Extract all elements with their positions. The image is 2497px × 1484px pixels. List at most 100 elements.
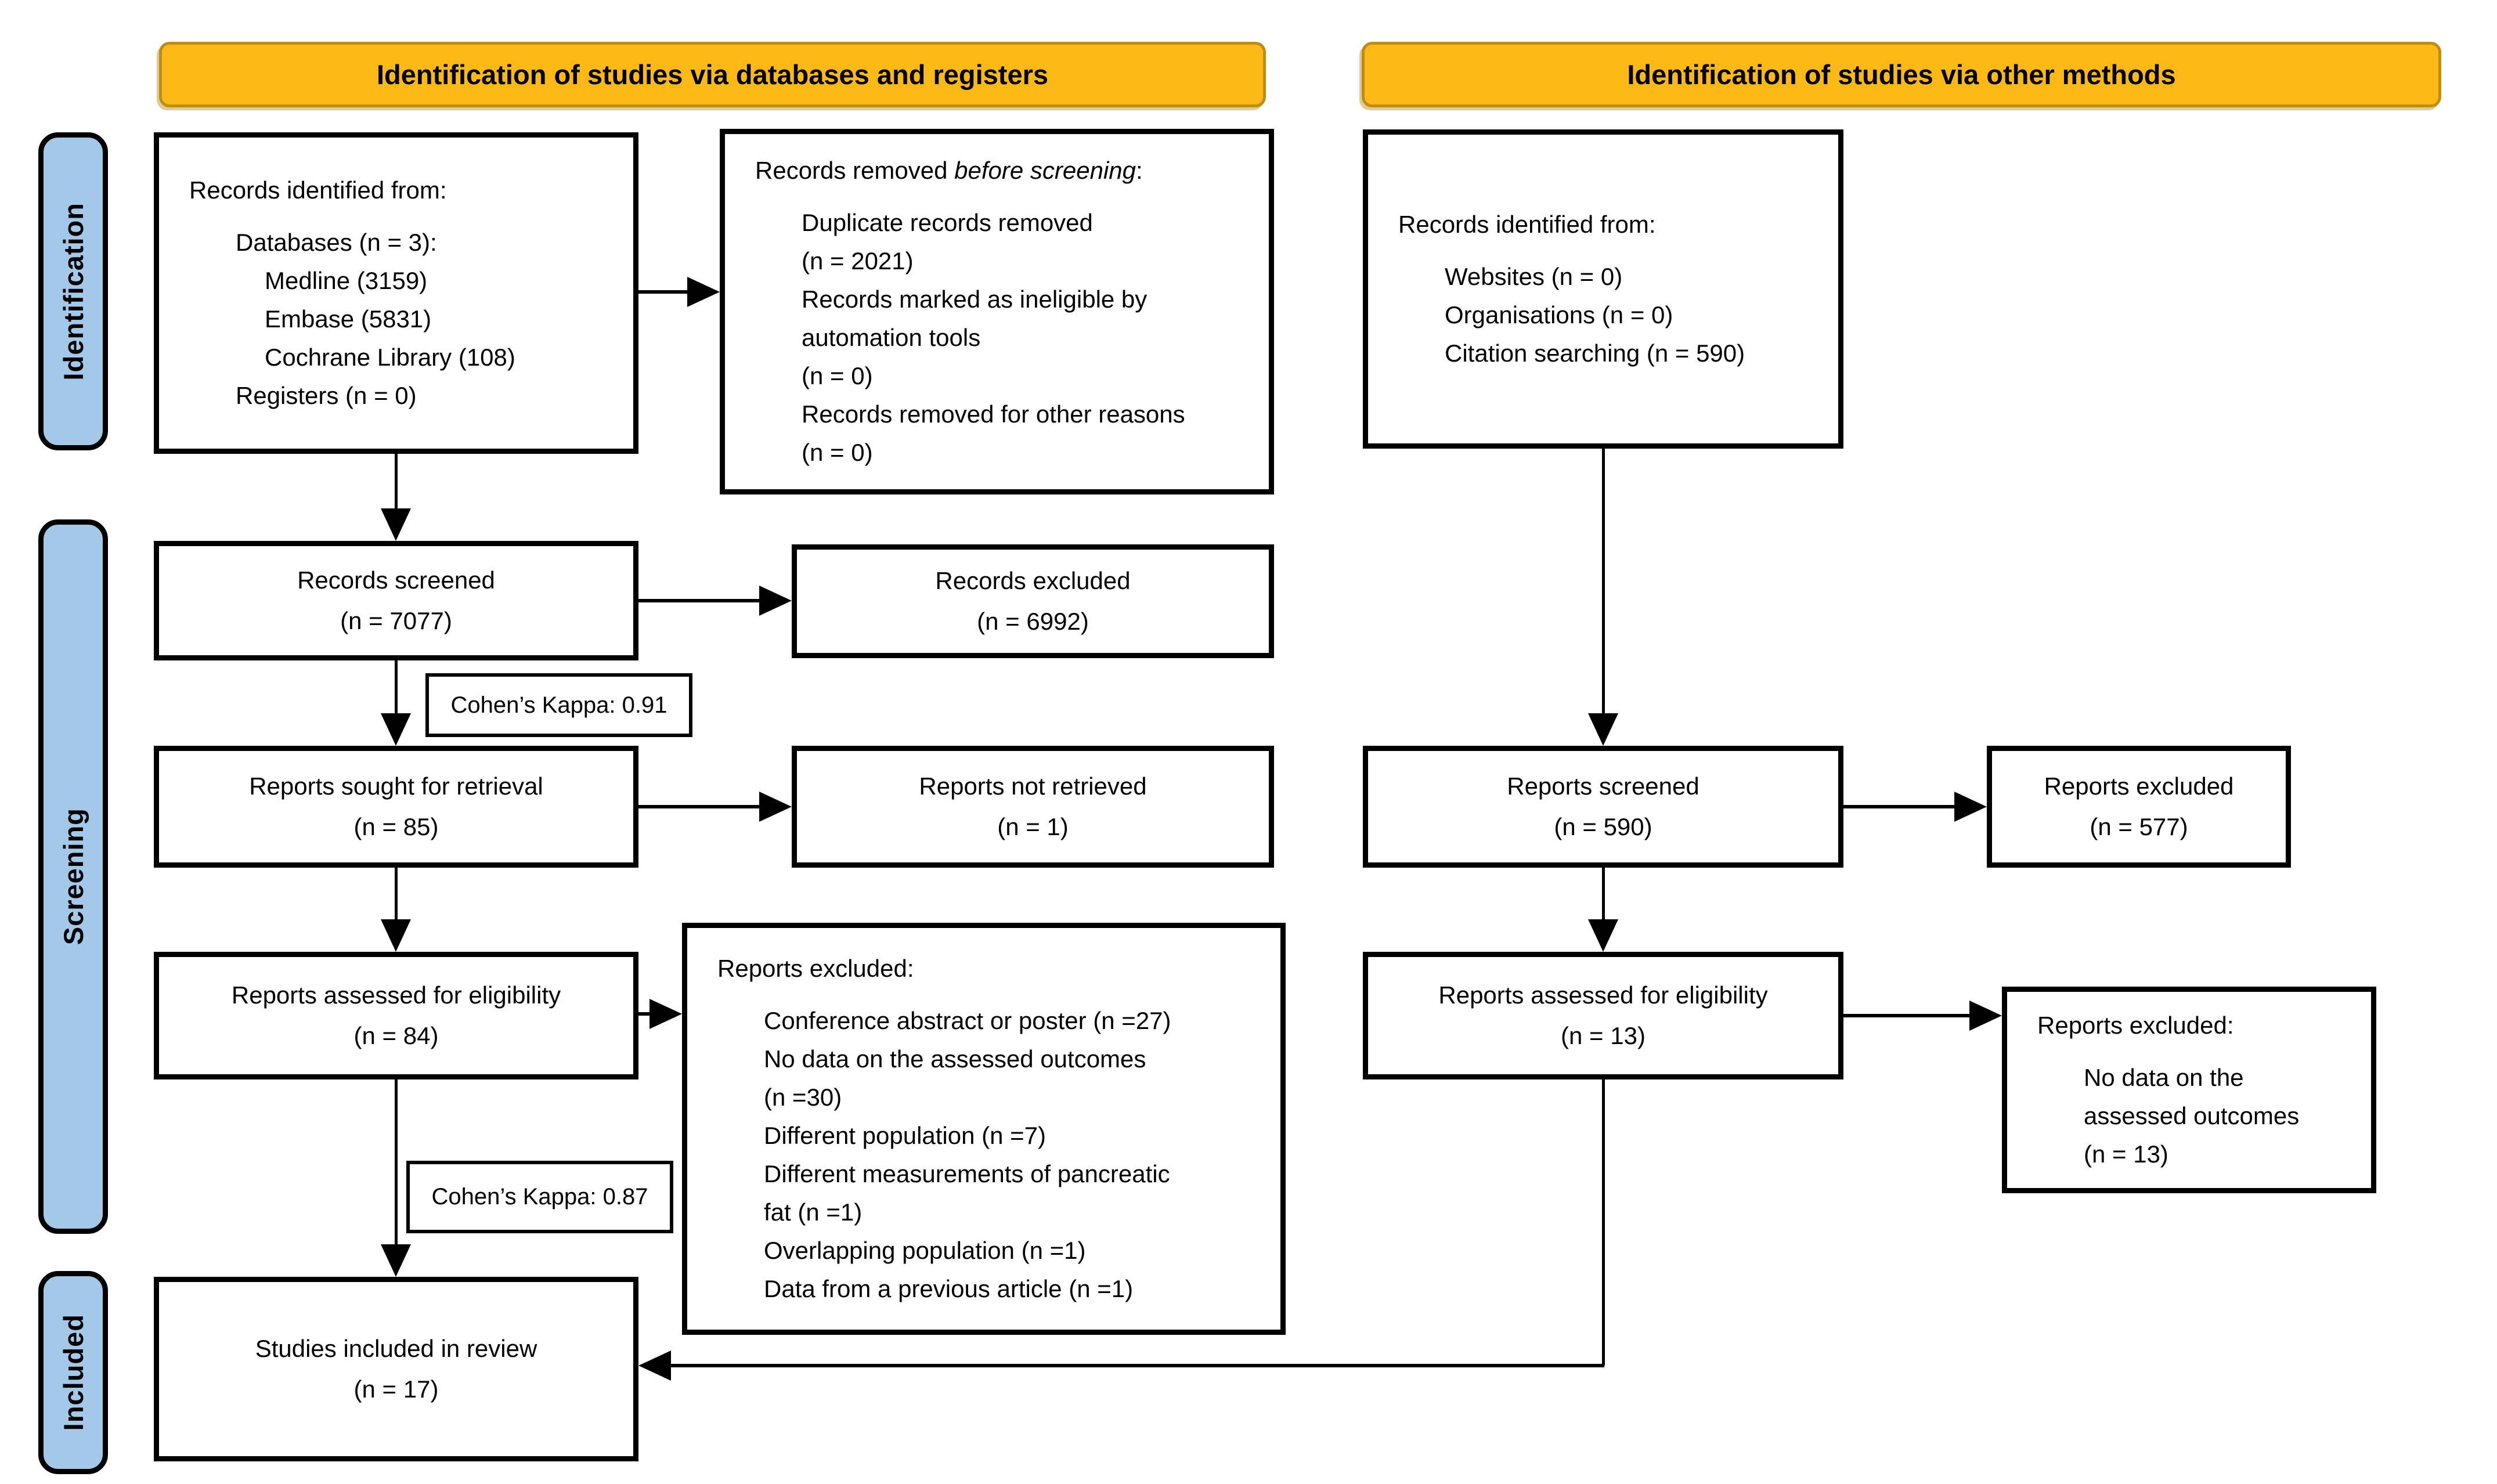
box-line: Duplicate records removed [802, 209, 1093, 236]
banner-other-methods: Identification of studies via other meth… [1362, 42, 2441, 107]
box-line: Websites (n = 0) [1445, 263, 1623, 290]
arrow-assessed-to-included-shaft [395, 1079, 398, 1244]
arrow-screened-to-excluded-head [759, 586, 792, 616]
box-reports-sought: Reports sought for retrieval (n = 85) [154, 746, 638, 868]
arrow-assessed-to-excluded-shaft [638, 1012, 649, 1016]
phase-identification: Identification [38, 132, 108, 450]
box-line: Different measurements of pancreatic [764, 1160, 1170, 1187]
arrow-screened-to-sought-head [381, 713, 411, 746]
phase-included: Included [38, 1271, 108, 1474]
kappa-label: Cohen’s Kappa: 0.91 [450, 692, 667, 718]
box-line: Cochrane Library (108) [265, 344, 515, 371]
box-line: assessed outcomes [2084, 1102, 2300, 1129]
box-reports-assessed: Reports assessed for eligibility (n = 84… [154, 952, 638, 1079]
arrow-sought-to-notretrieved-head [759, 792, 792, 822]
box-line: (n =30) [764, 1084, 842, 1111]
arrow-sought-to-notretrieved-shaft [638, 805, 759, 808]
phase-screening: Screening [38, 519, 108, 1234]
banner-databases-registers: Identification of studies via databases … [159, 42, 1266, 107]
title-italic: before screening [954, 157, 1136, 184]
phase-label: Identification [57, 202, 89, 381]
box-line: (n = 84) [353, 1022, 439, 1049]
box-line: Reports assessed for eligibility [231, 981, 561, 1009]
box-line: (n = 577) [2090, 813, 2188, 840]
box-line: Reports sought for retrieval [249, 772, 543, 800]
phase-label: Included [57, 1314, 89, 1431]
box-title: Reports excluded: [717, 955, 914, 982]
box-other-reports-excluded: Reports excluded (n = 577) [1987, 746, 2291, 868]
box-records-identified-other: Records identified from: Websites (n = 0… [1363, 129, 1843, 449]
box-line: Different population (n =7) [764, 1122, 1047, 1149]
box-line: (n = 17) [353, 1375, 439, 1403]
box-line: (n = 0) [802, 362, 873, 389]
phase-label: Screening [57, 808, 89, 945]
box-other-reports-screened: Reports screened (n = 590) [1363, 746, 1843, 868]
box-line: Overlapping population (n =1) [764, 1237, 1086, 1264]
box-line: Records removed for other reasons [802, 400, 1185, 428]
box-line: Organisations (n = 0) [1445, 301, 1673, 328]
title-suffix: : [1136, 157, 1143, 184]
arrow-sought-to-assessed-head [381, 919, 411, 952]
arrow-otherscreened-to-excluded-shaft [1843, 805, 1954, 808]
arrow-otheridentified-to-screened-shaft [1602, 449, 1605, 713]
box-line: (n = 2021) [802, 247, 914, 275]
box-line: Records marked as ineligible by [802, 286, 1148, 313]
box-line: Studies included in review [255, 1335, 537, 1362]
box-line: automation tools [802, 324, 981, 351]
box-line: (n = 7077) [340, 607, 452, 634]
box-line: Reports not retrieved [919, 772, 1147, 800]
box-line: No data on the [2084, 1064, 2244, 1091]
kappa-eligibility-box: Cohen’s Kappa: 0.87 [406, 1161, 673, 1233]
box-line: Data from a previous article (n =1) [764, 1275, 1134, 1302]
box-records-identified-databases: Records identified from: Databases (n = … [154, 132, 638, 454]
box-title: Records identified from: [1398, 211, 1656, 238]
box-line: Registers (n = 0) [236, 382, 417, 409]
arrow-screened-to-excluded-shaft [638, 599, 759, 602]
box-line: fat (n =1) [764, 1198, 863, 1226]
arrow-otherassessed-to-excluded-shaft [1843, 1014, 1969, 1017]
box-line: (n = 590) [1554, 813, 1652, 840]
box-line: Records screened [297, 566, 495, 594]
arrow-sought-to-assessed-shaft [395, 868, 398, 919]
box-other-reports-assessed: Reports assessed for eligibility (n = 13… [1363, 952, 1843, 1079]
banner-label: Identification of studies via other meth… [1627, 59, 2176, 90]
box-other-reports-excluded-reasons: Reports excluded: No data on the assesse… [2002, 987, 2376, 1193]
arrow-otherassessed-to-included-hshaft [671, 1364, 1604, 1367]
box-line: Medline (3159) [265, 267, 428, 294]
arrow-screened-to-sought-shaft [395, 660, 398, 713]
arrow-otherassessed-to-included-vshaft [1602, 1079, 1605, 1366]
arrow-identified-to-removed-shaft [638, 290, 687, 294]
arrow-otherscreened-to-assessed-head [1588, 919, 1618, 952]
arrow-otherassessed-to-included-head [638, 1351, 671, 1381]
box-line: Reports assessed for eligibility [1438, 981, 1768, 1009]
box-line: (n = 13) [2084, 1140, 2168, 1168]
arrow-identified-to-screened-shaft [395, 454, 398, 508]
box-studies-included: Studies included in review (n = 17) [154, 1277, 638, 1461]
arrow-identified-to-removed-head [687, 277, 720, 307]
kappa-screening-box: Cohen’s Kappa: 0.91 [425, 673, 692, 737]
box-line: (n = 1) [997, 813, 1069, 840]
arrow-otherassessed-to-excluded-head [1969, 1001, 2002, 1031]
box-line: (n = 6992) [977, 608, 1089, 635]
box-line: Databases (n = 3): [236, 229, 437, 256]
box-line: Records excluded [935, 567, 1131, 594]
box-line: (n = 13) [1561, 1022, 1646, 1049]
box-title: Reports excluded: [2037, 1012, 2234, 1039]
box-line: Reports excluded [2044, 772, 2234, 800]
arrow-otherscreened-to-excluded-head [1954, 792, 1987, 822]
arrow-assessed-to-excluded-head [649, 999, 682, 1029]
box-reports-not-retrieved: Reports not retrieved (n = 1) [792, 746, 1274, 868]
arrow-otheridentified-to-screened-head [1588, 713, 1618, 746]
box-line: Embase (5831) [265, 305, 432, 333]
arrow-assessed-to-included-head [381, 1244, 411, 1277]
box-line: No data on the assessed outcomes [764, 1045, 1146, 1073]
kappa-label: Cohen’s Kappa: 0.87 [431, 1184, 648, 1209]
box-line: Reports screened [1507, 772, 1699, 800]
box-records-excluded: Records excluded (n = 6992) [792, 544, 1274, 658]
box-records-removed-before-screening: Records removed before screening: Duplic… [720, 129, 1274, 494]
box-line: Citation searching (n = 590) [1445, 340, 1745, 367]
box-reports-excluded-reasons: Reports excluded: Conference abstract or… [682, 923, 1286, 1335]
box-title: Records removed before screening: [755, 151, 1253, 190]
box-records-screened: Records screened (n = 7077) [154, 541, 638, 660]
